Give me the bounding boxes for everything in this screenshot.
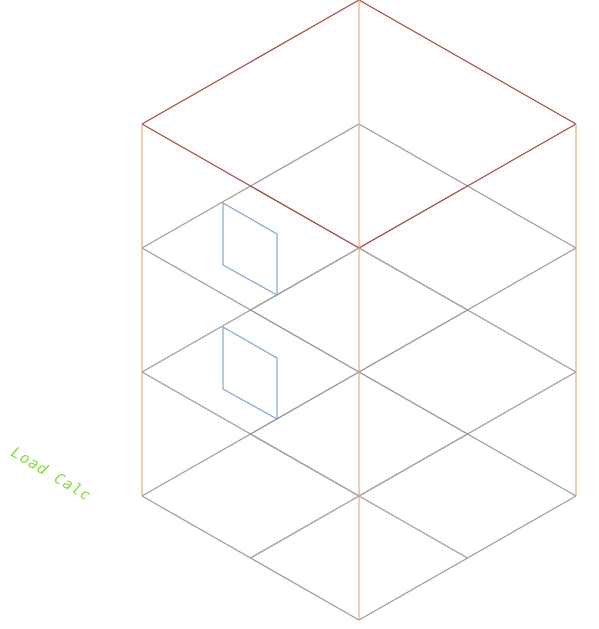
load-calc-label: Load Calc bbox=[8, 443, 95, 505]
roof-edge bbox=[141, 123, 360, 249]
roof-edge bbox=[141, 0, 360, 125]
building-columns bbox=[141, 0, 577, 620]
window-opening bbox=[222, 325, 278, 421]
roof-outline bbox=[141, 0, 577, 249]
roof-edge bbox=[358, 0, 577, 125]
roof-edge bbox=[358, 123, 577, 249]
window-openings bbox=[222, 201, 278, 421]
window-opening bbox=[222, 201, 278, 297]
